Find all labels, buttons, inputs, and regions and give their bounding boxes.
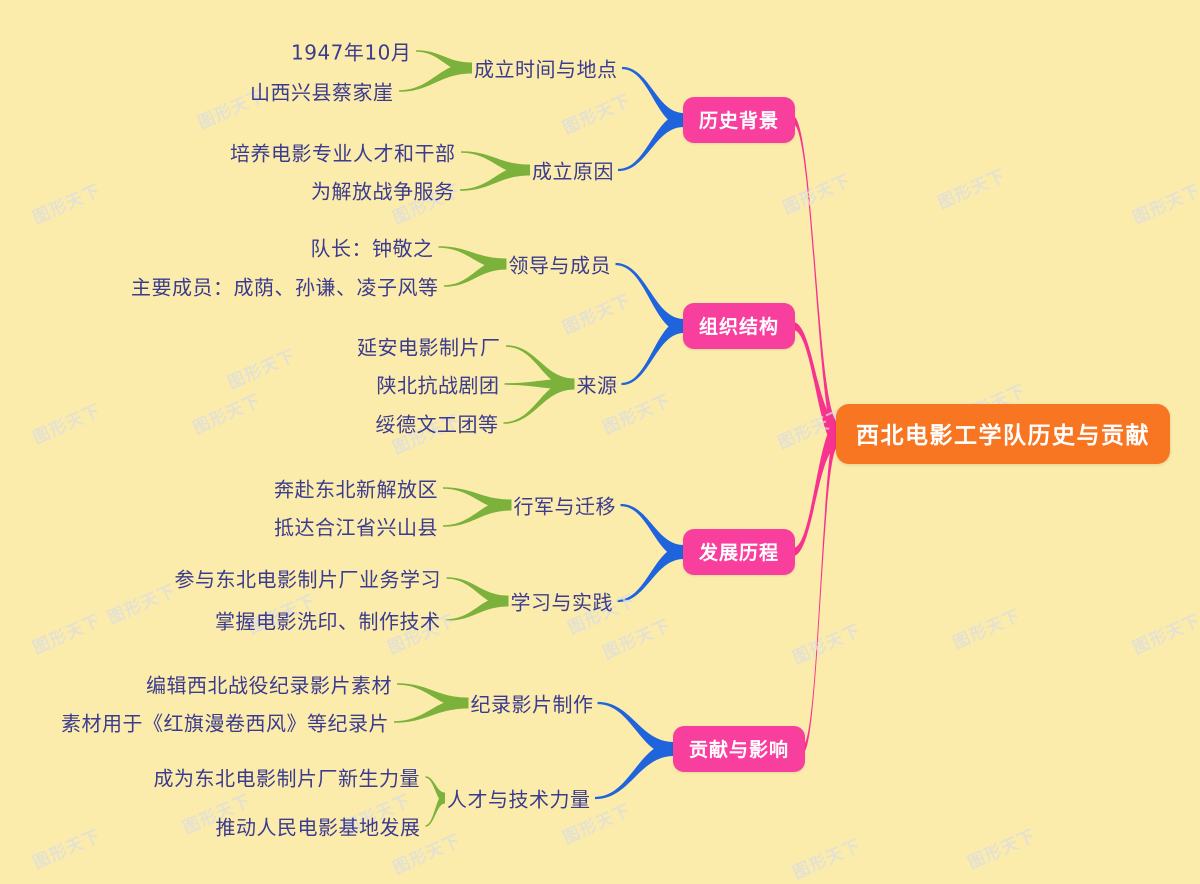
sub-leaf-edge: [425, 792, 445, 827]
sub-leaf-edge: [461, 151, 530, 176]
center-branch-edge: [793, 421, 838, 556]
sub-leaf-edge: [416, 50, 472, 74]
watermark-text: 图形天下: [225, 346, 299, 394]
watermark-text: 图形天下: [790, 621, 864, 669]
sub-leaf-edge: [504, 378, 575, 390]
branch-node-3[interactable]: 贡献与影响: [673, 726, 806, 772]
leaf-node-3-1-1[interactable]: 推动人民电影基地发展: [215, 815, 421, 840]
leaf-node-0-0-1[interactable]: 山西兴县蔡家崖: [250, 80, 394, 105]
branch-node-0[interactable]: 历史背景: [683, 97, 796, 143]
branch-sub-edge: [617, 545, 684, 603]
center-branch-edge: [793, 322, 838, 447]
leaf-node-2-1-1[interactable]: 掌握电影洗印、制作技术: [215, 609, 441, 634]
leaf-node-1-0-1[interactable]: 主要成员：成荫、孙谦、凌子风等: [131, 275, 439, 300]
sub-node-1-0[interactable]: 领导与成员: [508, 253, 611, 278]
leaf-node-0-1-1[interactable]: 为解放战争服务: [311, 179, 455, 204]
sub-node-0-0[interactable]: 成立时间与地点: [474, 57, 618, 82]
branch-sub-edge: [615, 262, 684, 333]
leaf-node-0-1-0[interactable]: 培养电影专业人才和干部: [230, 141, 456, 166]
branch-sub-edge: [597, 701, 674, 756]
sub-leaf-edge: [425, 776, 445, 804]
watermark-text: 图形天下: [950, 606, 1024, 654]
sub-node-3-0[interactable]: 纪录影片制作: [470, 692, 594, 717]
sub-leaf-edge: [443, 487, 512, 511]
watermark-text: 图形天下: [1130, 611, 1200, 659]
watermark-text: 图形天下: [560, 91, 634, 139]
sub-leaf-edge: [397, 683, 469, 709]
sub-leaf-edge: [460, 164, 530, 191]
watermark-text: 图形天下: [790, 836, 864, 884]
center-branch-edge: [793, 116, 838, 447]
sub-node-0-1[interactable]: 成立原因: [532, 159, 614, 184]
sub-leaf-edge: [443, 499, 512, 527]
watermark-text: 图形天下: [560, 291, 634, 339]
leaf-node-2-0-0[interactable]: 奔赴东北新解放区: [274, 477, 438, 502]
center-node[interactable]: 西北电影工学队历史与贡献: [836, 404, 1170, 464]
watermark-text: 图形天下: [1130, 181, 1200, 229]
branch-sub-edge: [622, 66, 684, 127]
watermark-text: 图形天下: [105, 581, 179, 629]
branch-sub-edge: [618, 113, 684, 172]
leaf-node-1-1-1[interactable]: 陕北抗战剧团: [376, 373, 500, 398]
sub-node-2-1[interactable]: 学习与实践: [510, 590, 613, 615]
watermark-text: 图形天下: [935, 166, 1009, 214]
watermark-text: 图形天下: [30, 181, 104, 229]
sub-leaf-edge: [399, 62, 472, 92]
watermark-text: 图形天下: [965, 826, 1039, 874]
leaf-node-2-1-0[interactable]: 参与东北电影制片厂业务学习: [174, 567, 441, 592]
sub-leaf-edge: [446, 595, 509, 621]
watermark-text: 图形天下: [30, 401, 104, 449]
sub-node-2-0[interactable]: 行军与迁移: [513, 494, 616, 519]
leaf-node-3-1-0[interactable]: 成为东北电影制片厂新生力量: [153, 766, 420, 791]
leaf-node-0-0-0[interactable]: 1947年10月: [291, 40, 412, 65]
watermark-text: 图形天下: [190, 391, 264, 439]
sub-node-1-1[interactable]: 来源: [576, 373, 618, 398]
branch-sub-edge: [620, 503, 684, 559]
sub-leaf-edge: [503, 378, 575, 424]
branch-node-1[interactable]: 组织结构: [683, 303, 796, 349]
watermark-text: 图形天下: [780, 171, 854, 219]
sub-leaf-edge: [444, 258, 507, 287]
sub-leaf-edge: [506, 345, 575, 390]
sub-leaf-edge: [394, 697, 469, 723]
sub-leaf-edge: [438, 246, 507, 270]
sub-leaf-edge: [446, 577, 509, 607]
branch-sub-edge: [621, 319, 684, 386]
branch-node-2[interactable]: 发展历程: [683, 529, 796, 575]
center-branch-edge: [803, 421, 838, 753]
watermark-text: 图形天下: [30, 826, 104, 874]
leaf-node-1-1-2[interactable]: 绥德文工团等: [375, 412, 499, 437]
leaf-node-1-0-0[interactable]: 队长：钟敬之: [310, 236, 434, 261]
watermark-text: 图形天下: [30, 611, 104, 659]
leaf-node-1-1-0[interactable]: 延安电影制片厂: [357, 335, 501, 360]
branch-sub-edge: [595, 742, 674, 800]
leaf-node-2-0-1[interactable]: 抵达合江省兴山县: [274, 515, 438, 540]
sub-node-3-1[interactable]: 人才与技术力量: [447, 787, 591, 812]
watermark-text: 图形天下: [600, 616, 674, 664]
leaf-node-3-0-1[interactable]: 素材用于《红旗漫卷西风》等纪录片: [61, 711, 389, 736]
leaf-node-3-0-0[interactable]: 编辑西北战役纪录影片素材: [146, 673, 392, 698]
